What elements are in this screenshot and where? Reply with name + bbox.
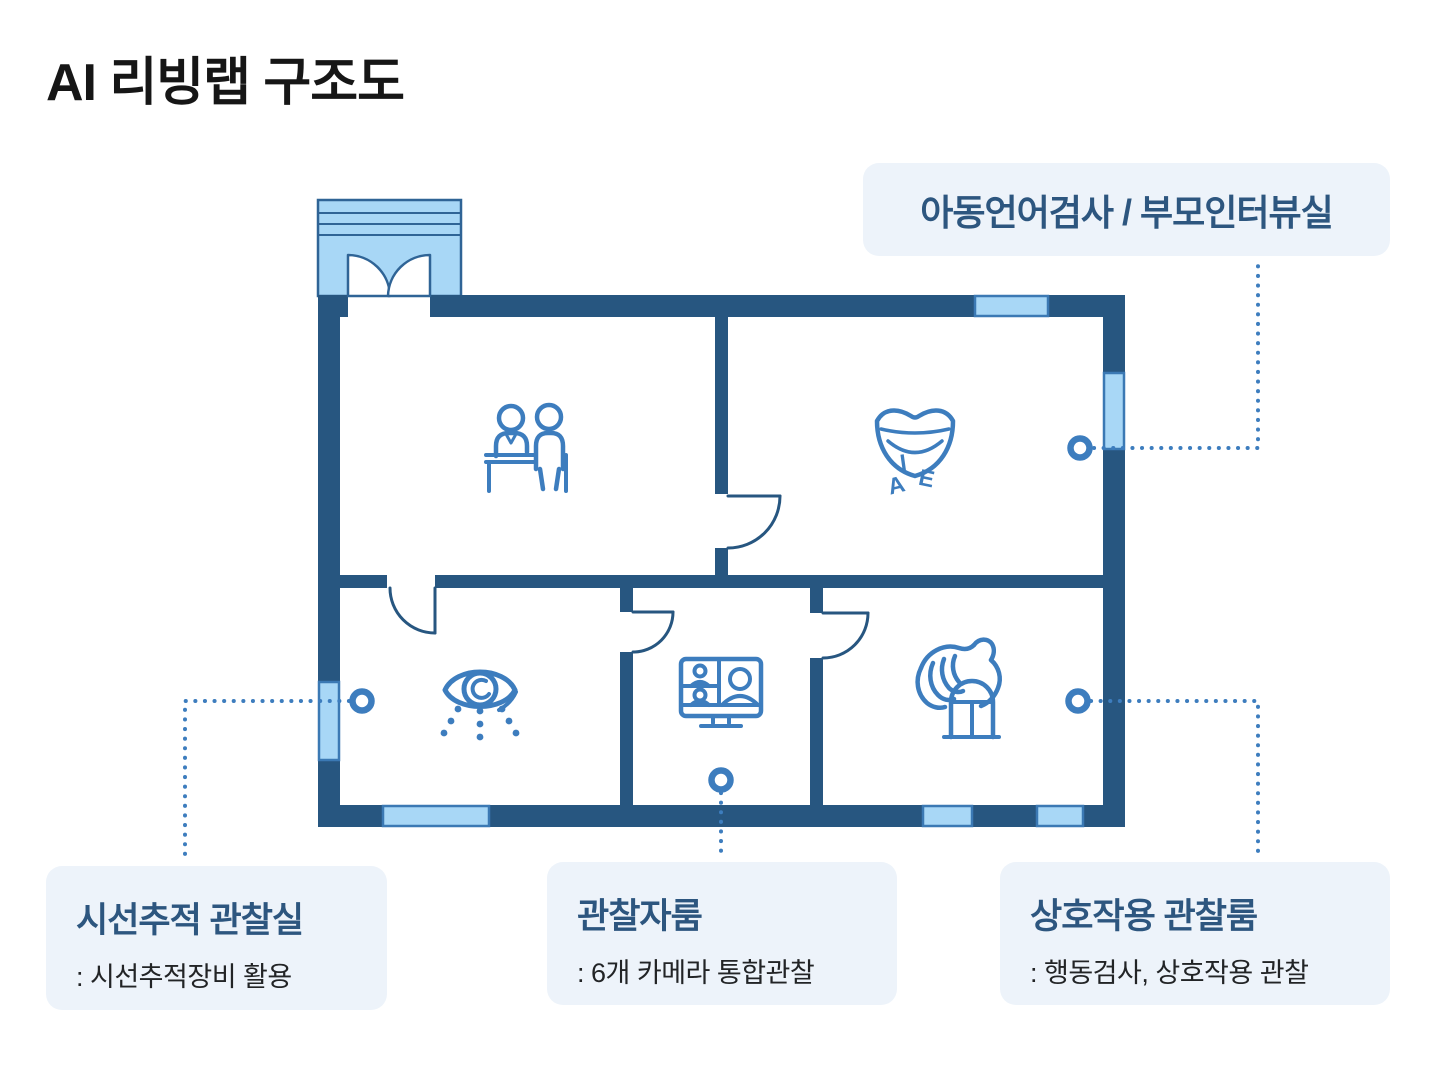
connector-interaction xyxy=(1089,699,1260,859)
dot-eyetrack xyxy=(349,688,375,714)
hand-block-icon xyxy=(915,637,1002,740)
callout-observer-title: 관찰자룸 xyxy=(577,897,703,936)
interior-doors xyxy=(388,494,870,660)
door-top-rooms xyxy=(726,494,782,550)
callout-interaction-room: 상호작용 관찰룸 : 행동검사, 상호작용 관찰 xyxy=(1000,862,1390,1005)
callout-eyetrack-title: 시선추적 관찰실 xyxy=(76,901,304,940)
callout-observer-room: 관찰자룸 : 6개 카메라 통합관찰 xyxy=(547,862,897,1005)
callout-interaction-title: 상호작용 관찰룸 xyxy=(1030,897,1258,936)
page-title: AI 리빙랩 구조도 xyxy=(46,54,405,112)
callout-eyetrack-room: 시선추적 관찰실 : 시선추적장비 활용 xyxy=(46,866,387,1010)
dot-interaction xyxy=(1065,688,1091,714)
window-left xyxy=(317,680,341,762)
letter-a: A xyxy=(885,470,907,499)
door-interaction-room xyxy=(821,611,870,660)
door-observer-room xyxy=(631,610,675,654)
dot-observer xyxy=(708,767,734,793)
callout-observer-desc: : 6개 카메라 통합관찰 xyxy=(577,958,815,988)
callout-language-title: 아동언어검사 / 부모인터뷰실 xyxy=(920,191,1333,233)
people-at-desk-icon xyxy=(484,402,568,493)
connector-dots xyxy=(349,435,1093,793)
window-top xyxy=(973,294,1050,318)
window-bottom-2 xyxy=(921,804,974,828)
window-bottom-3 xyxy=(1035,804,1085,828)
window-bottom-1 xyxy=(381,804,491,828)
letter-i: I xyxy=(898,449,908,476)
callout-language-room: 아동언어검사 / 부모인터뷰실 xyxy=(863,163,1390,256)
mouth-icon: I A E xyxy=(874,408,956,500)
windows xyxy=(317,294,1126,828)
door-left-rooms xyxy=(388,586,437,635)
window-right xyxy=(1102,371,1126,451)
video-call-icon xyxy=(678,656,764,728)
entrance-double-door xyxy=(346,253,432,318)
connector-eyetrack xyxy=(183,699,351,861)
callout-connectors xyxy=(183,260,1260,861)
dot-language xyxy=(1067,435,1093,461)
callout-eyetrack-desc: : 시선추적장비 활용 xyxy=(76,962,292,992)
entrance-vestibule xyxy=(316,198,463,298)
eye-icon xyxy=(440,669,520,741)
letter-e: E xyxy=(916,464,936,493)
callout-interaction-desc: : 행동검사, 상호작용 관찰 xyxy=(1030,958,1309,988)
connector-language xyxy=(1092,260,1260,450)
interior-walls xyxy=(340,317,1103,805)
